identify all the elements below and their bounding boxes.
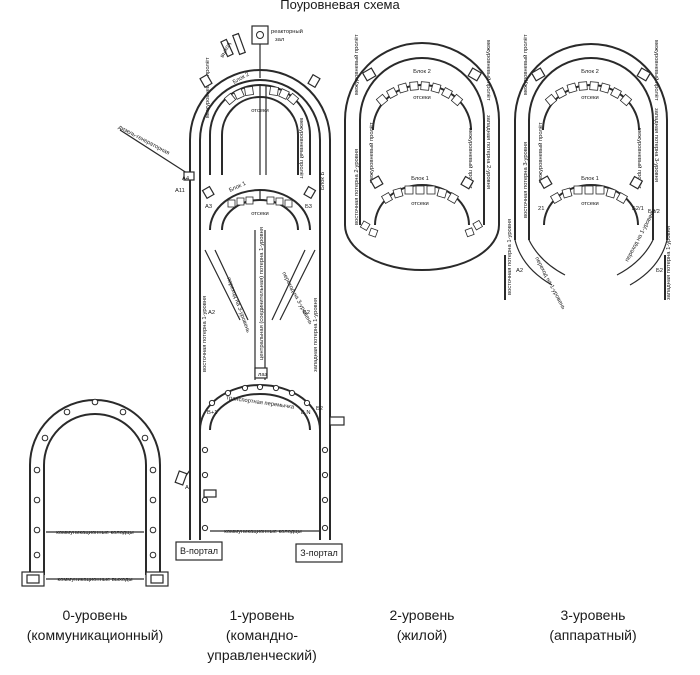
- block-1-cells-l1: [227, 196, 293, 208]
- compartments-label-l2a: отсеки: [413, 95, 431, 101]
- interspan-label-l3c: межуровневый пролёт: [537, 122, 544, 183]
- block2-label-l3: Блок 2: [581, 69, 599, 75]
- z-portal: [295, 543, 343, 563]
- interspan-label-l2c: межуровневый пролёт: [368, 122, 375, 183]
- block-2-cells-l2: [375, 81, 464, 107]
- east-tunnel-1-label: восточная потерна 1-уровня: [202, 296, 208, 372]
- diesel-room-label: дизель-генераторная: [117, 124, 170, 156]
- z-portal-label: З-портал: [300, 548, 337, 558]
- level-0-name: 0-уровень: [63, 607, 128, 623]
- level-0-structure: коммуникационные колодцы коммуникационны…: [21, 398, 169, 587]
- comm-wells-label-0: коммуникационные колодцы: [56, 530, 133, 536]
- level-0-wells: [33, 398, 157, 559]
- marker-a: А: [185, 485, 189, 491]
- level-1-name: 1-уровень: [230, 607, 295, 623]
- block-1-cells-l2: [380, 185, 460, 205]
- to-level3-label-b: переход на 3-уровень: [280, 271, 313, 326]
- hatch: [254, 367, 268, 379]
- level-0-subtitle: (коммуникационный): [27, 627, 164, 643]
- central-tunnel-label: центральная (соединительная) потерна 1-у…: [259, 227, 265, 360]
- level-2-name: 2-уровень: [390, 607, 455, 623]
- west-tunnel-2-label: западная потерна 2-уровня: [485, 115, 491, 189]
- to-level1-label-a: переход на 1-уровень: [533, 256, 566, 311]
- block1-label-l3: Блок 1: [581, 176, 599, 182]
- compartments-label-l3b: отсеки: [581, 201, 599, 207]
- level-3-structure: Блок 2 отсеки межуровневый пролёт межуро…: [504, 34, 672, 311]
- reactor-hall-label-2: зал: [275, 37, 284, 43]
- interspan-label-l1b: межуровневый пролёт: [298, 118, 305, 179]
- marker-l3-b2-1: Б2/1: [632, 206, 644, 212]
- compartments-label-l3a: отсеки: [581, 95, 599, 101]
- east-tunnel-1-l3-label: восточная потерна 1-уровня: [507, 219, 513, 295]
- marker-b-n: Б N: [301, 410, 311, 416]
- level-2-bottom-cells: [359, 219, 484, 238]
- level-3-name: 3-уровень: [561, 607, 626, 623]
- level-captions: 0-уровень (коммуникационный) 1-уровень (…: [27, 607, 637, 663]
- block-1-cells-l3: [549, 185, 629, 205]
- marker-l3-21: 21: [538, 206, 544, 212]
- interspan-label-l1a: межуровневый пролёт: [204, 57, 211, 118]
- level-2-subtitle: (жилой): [397, 627, 447, 643]
- level-1-subtitle-1: (командно-: [226, 627, 299, 643]
- east-tunnel-2-label: восточная потерна 2-уровня: [354, 149, 360, 225]
- block-2-cells-l3: [544, 81, 633, 107]
- level-1-structure: реакторный зал выход Блок 2 отсеки межур…: [117, 25, 345, 563]
- reactor-hall-label-1: реакторный: [271, 28, 303, 35]
- marker-l3-b2-2: Б2/2: [648, 209, 660, 215]
- marker-b2: Б2: [303, 310, 310, 316]
- west-tunnel-1-l3-label: западная потерна 1-уровня: [666, 226, 672, 300]
- b-portal-label: В-портал: [180, 546, 218, 556]
- comm-wells-label-1: коммуникационные колодцы: [224, 529, 301, 535]
- block6-label: Блок Б: [320, 171, 326, 190]
- marker-b3: Б3: [305, 204, 312, 210]
- marker-b-plus-1: В+1: [207, 410, 217, 416]
- compartments-label-l1a: отсеки: [251, 108, 269, 114]
- comm-exits-label: коммуникационные выходы: [58, 577, 133, 583]
- level-1-wells: [201, 446, 329, 532]
- marker-l3-b2: Б2: [656, 268, 663, 274]
- block2-label-l2: Блок 2: [413, 69, 431, 75]
- level-2-structure: Блок 2 отсеки межуровневый пролёт межуро…: [344, 34, 500, 271]
- interspan-label-l2b: межуровневый пролёт: [485, 40, 492, 101]
- marker-a11: А11: [175, 188, 185, 194]
- block1-label-l2: Блок 1: [411, 176, 429, 182]
- marker-a2: А2: [208, 310, 215, 316]
- interspan-label-l3a: межуровневый пролёт: [522, 34, 529, 95]
- marker-b2-lower: Б2: [316, 406, 323, 412]
- hatch-label: лаз: [258, 372, 268, 378]
- compartments-label-l2b: отсеки: [411, 201, 429, 207]
- marker-a3: А3: [205, 204, 212, 210]
- to-level3-label-a: переход на 3-уровень: [225, 277, 251, 334]
- interspan-label-l3b: межуровневый пролёт: [653, 40, 660, 101]
- west-tunnel-3-label: западная потерна 3-уровня: [653, 108, 659, 182]
- level-3-subtitle: (аппаратный): [549, 627, 636, 643]
- interspan-label-l3d: межуровневый пролёт: [636, 128, 643, 189]
- b-portal: [175, 541, 223, 561]
- interspan-label-l2a: межуровневый пролёт: [353, 34, 360, 95]
- compartments-label-l1b: отсеки: [251, 211, 269, 217]
- block-2-cells-l1: [223, 86, 300, 106]
- level-1-subtitle-2: управленческий): [207, 647, 316, 663]
- west-tunnel-1-label: западная потерна 1-уровня: [313, 298, 319, 372]
- diagram-title: Поуровневая схема: [280, 0, 400, 12]
- east-tunnel-3-label: восточная потерна 3-уровня: [523, 142, 529, 218]
- interspan-label-l2d: межуровневый пролёт: [467, 128, 474, 189]
- marker-l3-a2: А2: [516, 268, 523, 274]
- transport-bridge-wells: [208, 383, 311, 407]
- marker-a4: А4: [182, 176, 190, 182]
